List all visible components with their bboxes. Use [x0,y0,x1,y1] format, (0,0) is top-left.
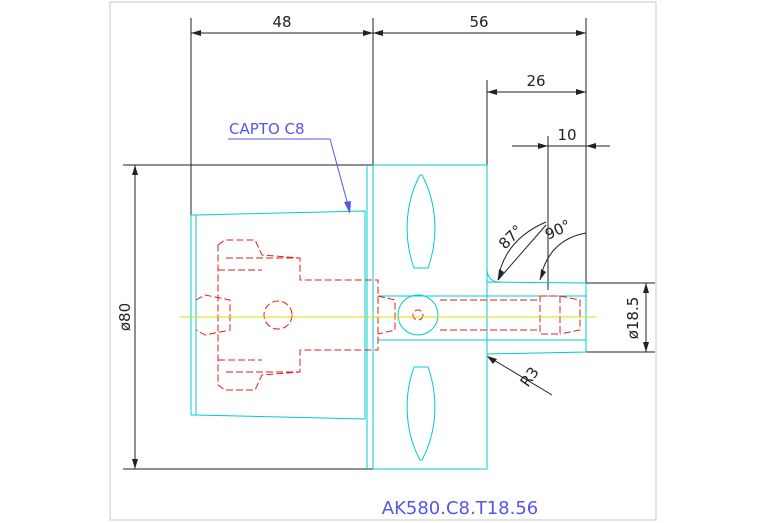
hidden-lines [195,239,581,391]
dim-angle-right: 90° [542,216,574,244]
dim-mid: 26 [526,72,545,90]
dim-diameter-right: ø18.5 [624,297,642,340]
dimension-arrows [132,30,649,469]
dim-top-right: 56 [469,13,488,31]
dim-radius: R3 [517,364,543,391]
dimension-lines [123,18,655,470]
dim-angle-left: 87° [495,221,527,253]
callout-label: CAPTO C8 [229,120,305,138]
callout-leader [228,138,349,206]
callout-arrow [344,201,351,214]
dim-small: 10 [557,126,576,144]
drawing-frame [109,1,657,521]
part-number: AK580.C8.T18.56 [382,498,538,519]
dim-diameter-left: ø80 [116,303,134,331]
dim-top-left: 48 [272,13,291,31]
